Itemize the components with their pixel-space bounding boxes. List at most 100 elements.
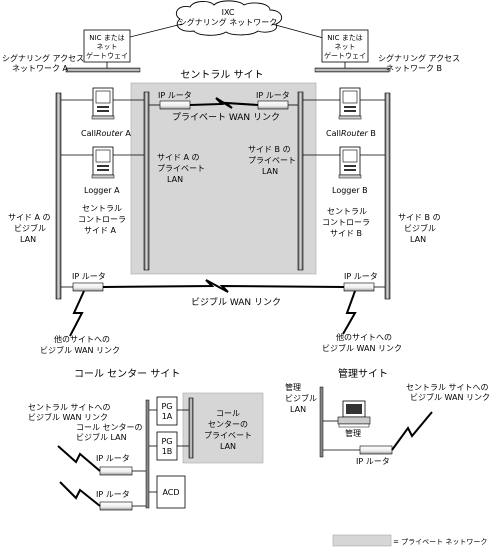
central-ctrl-a-label-3: サイド A bbox=[84, 226, 117, 235]
ip-router-2-label: IP ルータ bbox=[256, 91, 290, 100]
ip-router-1-label: IP ルータ bbox=[158, 91, 192, 100]
admin-wan-bolt bbox=[391, 411, 433, 451]
cc-private-label-1: コール bbox=[216, 409, 240, 418]
private-wan-label: プライベート WAN リンク bbox=[172, 112, 280, 123]
pg1a-box bbox=[156, 396, 178, 426]
admin-pc-label: 管理 bbox=[345, 428, 361, 438]
acd-label: ACD bbox=[162, 488, 179, 497]
other-sites-b-label-2: ビジブル WAN リンク bbox=[322, 343, 402, 353]
admin-visible-label-2: ビジブル bbox=[285, 393, 317, 403]
pg1a-label-1: PG bbox=[161, 402, 172, 411]
nic-a-label-3: ゲートウェイ bbox=[86, 51, 128, 60]
ip-router-4 bbox=[343, 282, 375, 292]
nic-b-label-2: ネット bbox=[335, 43, 356, 51]
signaling-a-label-2: ネットワーク A bbox=[12, 64, 69, 73]
central-ctrl-a-label-2: コントローラ bbox=[78, 215, 126, 224]
cc-link-central-label-1: セントラル サイトへの bbox=[28, 403, 111, 412]
ip-router-5 bbox=[99, 466, 133, 476]
legend-swatch bbox=[332, 534, 392, 547]
side-b-visible-lan-bar bbox=[384, 92, 391, 300]
ip-router-6 bbox=[99, 501, 133, 511]
side-b-visible-label-2: ビジブル bbox=[404, 223, 436, 233]
visible-wan-label: ビジブル WAN リンク bbox=[191, 296, 281, 308]
cc-wan-bolt-2 bbox=[59, 481, 101, 507]
cc-private-label-3: プライベート bbox=[204, 431, 252, 440]
side-a-private-lan-bar bbox=[143, 91, 150, 271]
cc-visible-lan-bar bbox=[145, 399, 150, 509]
side-b-private-label-2: プライベート bbox=[248, 156, 296, 165]
side-a-visible-label-2: ビジブル bbox=[14, 223, 46, 233]
call-center-site-title: コール センター サイト bbox=[74, 368, 180, 380]
other-sites-a-bolt bbox=[69, 290, 85, 337]
ip-router-5-label: IP ルータ bbox=[96, 454, 130, 463]
side-a-visible-lan-bar bbox=[55, 92, 62, 300]
other-sites-b-bolt bbox=[342, 290, 357, 335]
logger-a-computer bbox=[91, 146, 115, 179]
side-b-private-lan-bar bbox=[297, 91, 304, 271]
admin-visible-lan-bar bbox=[319, 386, 324, 458]
side-b-private-label-3: LAN bbox=[262, 167, 278, 176]
cc-link-central-label-2: ビジブル WAN リンク bbox=[28, 412, 108, 422]
signaling-a-label-1: シグナリング アクセス bbox=[2, 53, 84, 63]
ip-router-7 bbox=[359, 445, 393, 455]
cc-wan-bolt-1 bbox=[57, 445, 101, 472]
central-ctrl-a-label-1: セントラル bbox=[82, 204, 122, 213]
side-b-visible-label-1: サイド B の bbox=[398, 213, 441, 222]
cc-private-area bbox=[182, 392, 264, 464]
nic-b-label-1: NIC または bbox=[327, 34, 362, 42]
admin-link-label-2: ビジブル WAN リンク bbox=[410, 392, 490, 402]
other-sites-a-label-2: ビジブル WAN リンク bbox=[40, 345, 120, 355]
cc-visible-lan-label-2: ビジブル LAN bbox=[76, 432, 127, 442]
acd-box bbox=[156, 475, 186, 509]
ip-router-2 bbox=[257, 100, 289, 110]
central-ctrl-b-label-1: セントラル bbox=[327, 207, 367, 216]
signaling-b-label-1: シグナリング アクセス bbox=[378, 53, 460, 63]
central-ctrl-b-label-2: コントローラ bbox=[322, 218, 370, 227]
side-a-private-label-2: プライベート bbox=[157, 164, 205, 173]
central-private-area bbox=[130, 82, 317, 275]
ip-router-7-label: IP ルータ bbox=[356, 457, 390, 466]
pg1b-label-1: PG bbox=[161, 437, 172, 446]
ixc-cloud bbox=[176, 0, 283, 36]
callrouter-a-label: CallRouter A bbox=[81, 129, 131, 138]
cc-visible-lan-label-1: コール センターの bbox=[76, 423, 143, 432]
pg1b-label-2: 1B bbox=[162, 447, 173, 456]
logger-b-computer bbox=[338, 146, 362, 179]
legend-label: = プライベート ネットワーク bbox=[393, 538, 487, 546]
side-a-visible-label-3: LAN bbox=[20, 235, 36, 244]
ip-router-1 bbox=[159, 100, 191, 110]
ip-router-6-label: IP ルータ bbox=[96, 490, 130, 499]
callrouter-a-computer bbox=[91, 87, 115, 120]
other-sites-b-label-1: 他のサイトへの bbox=[336, 332, 392, 342]
private-wan-bolt bbox=[189, 97, 259, 109]
signaling-b-label-2: ネットワーク B bbox=[386, 64, 442, 73]
callrouter-b-computer bbox=[338, 87, 362, 120]
side-b-visible-label-3: LAN bbox=[410, 235, 426, 244]
admin-visible-label-1: 管理 bbox=[285, 382, 301, 392]
side-a-visible-label-1: サイド A の bbox=[8, 213, 51, 222]
ip-router-3 bbox=[72, 282, 104, 292]
visible-wan-bolt bbox=[102, 279, 345, 293]
cc-private-lan-bar bbox=[188, 397, 194, 459]
ip-router-3-label: IP ルータ bbox=[72, 272, 106, 281]
logger-a-label: Logger A bbox=[84, 186, 120, 195]
central-site-title: セントラル サイト bbox=[180, 69, 263, 81]
logger-b-label: Logger B bbox=[332, 186, 368, 195]
nic-b-label-3: ゲートウェイ bbox=[324, 51, 366, 60]
signaling-bar-b bbox=[314, 67, 390, 73]
admin-site-title: 管理サイト bbox=[338, 367, 388, 380]
ip-router-4-label: IP ルータ bbox=[344, 272, 378, 281]
side-a-private-label-3: LAN bbox=[167, 175, 183, 184]
signaling-bar-a bbox=[65, 67, 141, 73]
other-sites-a-label-1: 他のサイトへの bbox=[54, 334, 110, 344]
nic-a-box bbox=[83, 29, 131, 63]
nic-a-label-1: NIC または bbox=[89, 34, 124, 42]
side-a-private-label-1: サイド A の bbox=[157, 153, 200, 162]
admin-visible-label-3: LAN bbox=[290, 405, 306, 414]
cloud-label-1: IXC bbox=[222, 8, 235, 17]
nic-a-label-2: ネット bbox=[97, 43, 118, 51]
callrouter-b-label: CallRouter B bbox=[326, 129, 376, 138]
central-ctrl-b-label-3: サイド B bbox=[330, 229, 362, 238]
admin-link-label-1: セントラル サイトへの bbox=[406, 383, 489, 392]
